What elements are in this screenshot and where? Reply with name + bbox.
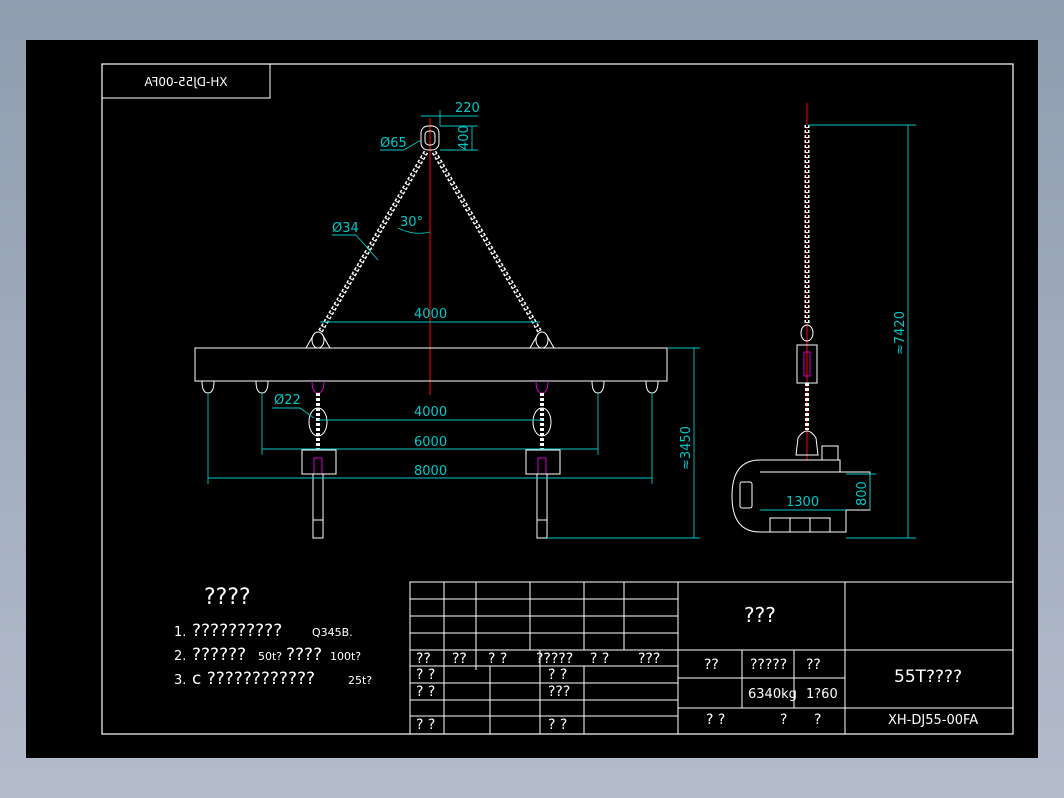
side-hook — [795, 430, 819, 456]
title-block-texts: ?? ?? ? ? ????? ? ? ??? ? ? ? ? ? ? ??? … — [416, 603, 978, 733]
sheet-mid: ? — [780, 712, 787, 728]
left-row-2-a: ? ? — [416, 684, 435, 700]
dim-hook-dia: Ø22 — [274, 393, 301, 408]
rod-right — [536, 473, 548, 539]
magnet-right — [525, 449, 561, 475]
top-ring — [420, 125, 440, 151]
note-1-text: ?????????? — [192, 621, 282, 641]
rev-col-3: ? ? — [488, 651, 507, 667]
rev-col-2: ?? — [452, 651, 467, 667]
front-view — [194, 118, 668, 539]
drawing-code: XH-DJ55-00FA — [888, 713, 978, 728]
lower-hangers — [308, 393, 552, 450]
left-row-3-b: ? ? — [548, 717, 567, 733]
front-dimensions — [207, 110, 700, 539]
dim-magnet-height: 800 — [855, 481, 870, 506]
dim-top-width: 220 — [455, 101, 480, 116]
dim-span-outer: 8000 — [414, 464, 447, 479]
left-row-1-b: ? ? — [548, 667, 567, 683]
rev-col-5: ? ? — [590, 651, 609, 667]
dim-span-top: 4000 — [414, 307, 447, 322]
note-3-text: c ???????????? — [192, 669, 315, 689]
dim-chain-dia: Ø34 — [332, 221, 359, 236]
product-name: 55T???? — [894, 667, 962, 687]
note-1-tail: Q345B. — [312, 626, 353, 639]
drawing-canvas: XH-DJ55-00FA — [101, 63, 1014, 735]
side-magnet-body — [731, 459, 871, 533]
dim-angle: 30° — [400, 215, 423, 230]
note-2-mid2: ???? — [286, 645, 322, 665]
dim-top-height: 400 — [457, 125, 472, 150]
drawing-sheet[interactable]: XH-DJ55-00FA — [26, 40, 1038, 758]
weight-label: ????? — [750, 657, 787, 673]
dim-span-mid: 6000 — [414, 435, 447, 450]
dim-span-inner: 4000 — [414, 405, 447, 420]
sheet-left: ? ? — [706, 712, 725, 728]
technical-notes: ???? 1. ?????????? Q345B. 2. ?????? 50t?… — [174, 585, 372, 689]
weight-value: 6340kg — [748, 687, 797, 702]
notes-title: ???? — [204, 585, 251, 610]
note-2-tail: 100t? — [330, 650, 361, 663]
left-row-2-b: ??? — [548, 684, 570, 700]
rev-col-4: ????? — [536, 651, 573, 667]
rod-left — [312, 473, 324, 539]
left-row-3-a: ? ? — [416, 717, 435, 733]
side-dimensions — [760, 124, 916, 539]
sheet-right: ? — [814, 712, 821, 728]
note-1-num: 1. — [174, 625, 186, 640]
scale-label: ?? — [806, 657, 821, 673]
scale-value: 1?60 — [806, 687, 838, 702]
mirrored-code-box — [101, 63, 271, 99]
note-3-num: 3. — [174, 673, 186, 688]
dim-height: ≈3450 — [679, 426, 694, 470]
note-2-num: 2. — [174, 649, 186, 664]
spreader-beam — [194, 347, 668, 382]
title-block — [409, 581, 1014, 735]
note-2-text: ?????? — [192, 645, 246, 665]
magnet-left — [301, 449, 337, 475]
left-row-1-a: ? ? — [416, 667, 435, 683]
dim-total-height: ≈7420 — [893, 311, 908, 355]
dim-ring-dia: Ø65 — [380, 136, 407, 151]
side-dimension-texts: ≈7420 1300 800 — [786, 311, 908, 510]
front-dimension-texts: 220 400 Ø65 Ø34 30° 4000 Ø22 4000 6000 8… — [274, 101, 694, 479]
drawing-name-header: ??? — [744, 603, 776, 627]
rev-col-6: ??? — [638, 651, 660, 667]
material-label: ?? — [704, 657, 719, 673]
side-view — [731, 103, 871, 533]
dim-magnet-width: 1300 — [786, 495, 819, 510]
rev-col-1: ?? — [416, 651, 431, 667]
mirrored-code-text: XH-DJ55-00FA — [144, 75, 228, 89]
note-2-mid1: 50t? — [258, 650, 282, 663]
note-3-tail: 25t? — [348, 674, 372, 687]
